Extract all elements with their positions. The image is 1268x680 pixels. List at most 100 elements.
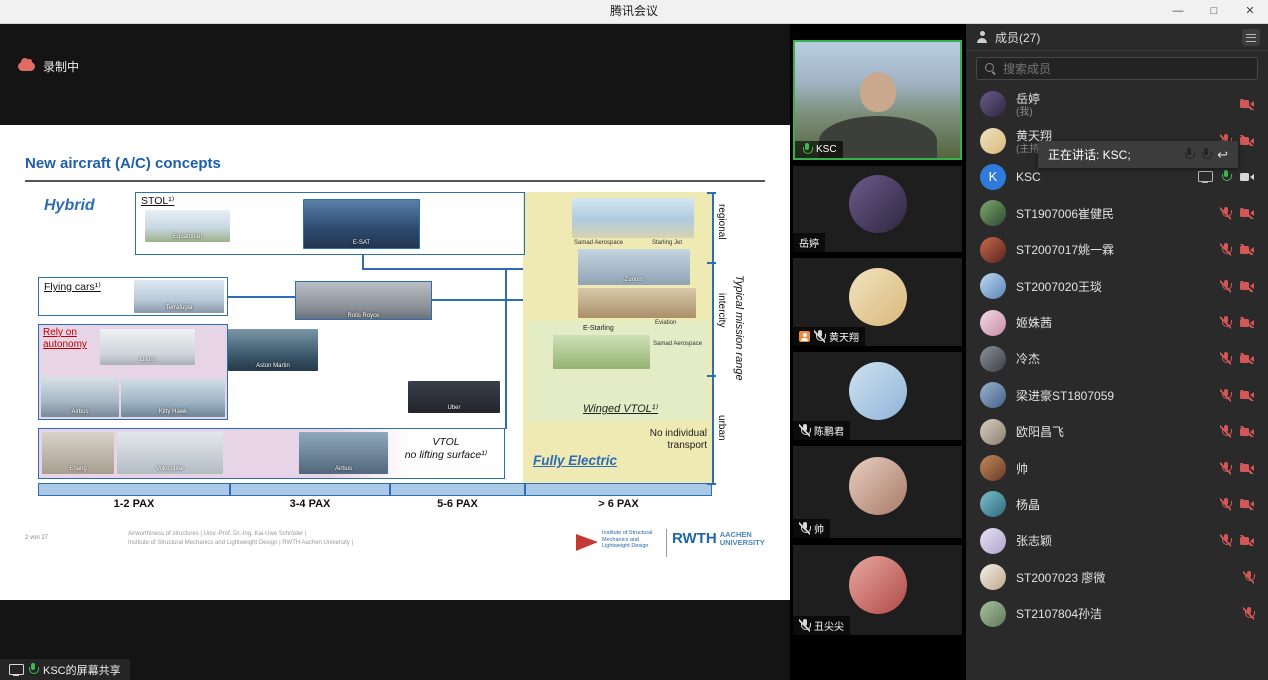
- close-button[interactable]: ✕: [1245, 5, 1255, 17]
- member-name: 梁进豪ST1807059: [1016, 388, 1115, 403]
- avatar: [980, 345, 1006, 372]
- avatar: [848, 267, 907, 326]
- titlebar: 腾讯会议 — □ ✕: [0, 0, 1268, 24]
- member-row[interactable]: ST2107804孙洁: [966, 595, 1268, 631]
- member-row[interactable]: ST2007020王琰: [966, 268, 1268, 304]
- member-row[interactable]: 黄天翔 (主持人): [966, 122, 1268, 158]
- camera-muted-icon[interactable]: [1240, 389, 1254, 401]
- video-thumbnail-strip: KSC 岳婷 黄天翔 陈鹏君 帅 丑尖尖: [790, 24, 965, 680]
- cloud-recording-icon: [18, 58, 35, 71]
- member-row[interactable]: 冷杰: [966, 341, 1268, 377]
- reply-arrow-icon[interactable]: ↩: [1217, 147, 1228, 162]
- mic-on-icon[interactable]: [1220, 170, 1232, 183]
- mic-muted-icon: [799, 424, 811, 437]
- axis-tick: [707, 483, 716, 485]
- slide-title: New aircraft (A/C) concepts: [25, 155, 221, 172]
- video-tile-yueting[interactable]: 岳婷: [793, 166, 962, 252]
- minimize-button[interactable]: —: [1172, 5, 1184, 17]
- rwth-logo-main: RWTH: [672, 530, 717, 547]
- video-tile-choujianjian[interactable]: 丑尖尖: [793, 545, 962, 635]
- aircraft-image-city-airbus: Airbus: [299, 432, 388, 474]
- rwth-logo-sub2: UNIVERSITY: [719, 538, 765, 547]
- camera-muted-icon[interactable]: [1240, 535, 1254, 547]
- vtol-label-line1: VTOL: [432, 436, 460, 448]
- member-row[interactable]: 岳婷 (我): [966, 86, 1268, 122]
- avatar: [980, 236, 1006, 263]
- member-name: 欧阳昌飞: [1016, 425, 1065, 440]
- screen-share-icon[interactable]: [1198, 170, 1213, 183]
- mic-muted-icon[interactable]: [1220, 461, 1232, 475]
- connector-line: [362, 268, 523, 270]
- tile-name-chip: 岳婷: [793, 233, 825, 252]
- video-tile-chenpengjun[interactable]: 陈鹏君: [793, 352, 962, 440]
- member-row[interactable]: ST2007023 廖微: [966, 559, 1268, 595]
- mic-muted-icon[interactable]: [1220, 279, 1232, 293]
- mic-muted-icon[interactable]: [1220, 352, 1232, 366]
- mic-muted-icon[interactable]: [1220, 316, 1232, 330]
- camera-muted-icon[interactable]: [1240, 353, 1254, 365]
- mic-muted-icon[interactable]: [1220, 206, 1232, 220]
- member-row[interactable]: ST2007017姚一霖: [966, 232, 1268, 268]
- mic-muted-icon[interactable]: [1243, 607, 1255, 621]
- aircraft-caption: Terrafugia: [165, 305, 193, 311]
- member-row[interactable]: 杨晶: [966, 486, 1268, 522]
- member-row[interactable]: 梁进豪ST1807059: [966, 377, 1268, 413]
- connector-line: [432, 299, 523, 301]
- member-search-box[interactable]: [976, 57, 1258, 80]
- member-sub-label: (我): [1016, 107, 1033, 119]
- member-row[interactable]: 帅: [966, 450, 1268, 486]
- avatar: [980, 418, 1006, 445]
- mic-muted-icon[interactable]: [1220, 497, 1232, 511]
- member-row[interactable]: 张志颖: [966, 523, 1268, 559]
- video-tile-huangtianxiang[interactable]: 黄天翔: [793, 258, 962, 346]
- search-input[interactable]: [1003, 61, 1250, 76]
- aircraft-image-kitty-hawk: Kitty Hawk: [121, 379, 225, 417]
- member-row[interactable]: ST1907006崔健民: [966, 195, 1268, 231]
- member-name: ST2007017姚一霖: [1016, 243, 1115, 258]
- aircraft-image-terrafugia: Terrafugia: [134, 280, 224, 313]
- member-name: 姬姝茜: [1016, 316, 1053, 331]
- member-row[interactable]: 姬姝茜: [966, 304, 1268, 340]
- panel-menu-button[interactable]: [1242, 29, 1260, 46]
- member-name: 张志颖: [1016, 534, 1053, 549]
- aircraft-caption: Airbus: [71, 409, 89, 415]
- aircraft-caption: Ehang: [69, 466, 87, 472]
- fully-electric-label: Fully Electric: [533, 453, 618, 468]
- institute-logo-icon: [576, 534, 598, 551]
- member-row[interactable]: 欧阳昌飞: [966, 414, 1268, 450]
- camera-on-icon[interactable]: [1240, 171, 1254, 182]
- camera-muted-icon[interactable]: [1240, 462, 1254, 474]
- aircraft-caption: Equatorian: [172, 234, 203, 240]
- screen-share-icon: [9, 663, 24, 676]
- aircraft-image-eviation: [578, 288, 696, 318]
- aircraft-caption: Samad Aerospace: [653, 341, 703, 347]
- maximize-button[interactable]: □: [1210, 5, 1218, 17]
- aircraft-caption: E-SAT: [352, 240, 371, 246]
- camera-muted-icon[interactable]: [1240, 426, 1254, 438]
- mic-silhouette-icon: [1200, 148, 1212, 161]
- mic-muted-icon[interactable]: [1220, 534, 1232, 548]
- mic-muted-icon[interactable]: [1220, 243, 1232, 257]
- window-controls: — □ ✕: [1160, 0, 1268, 24]
- camera-muted-icon[interactable]: [1240, 135, 1254, 147]
- mic-muted-icon[interactable]: [1243, 570, 1255, 584]
- mic-silhouette-icon: [1183, 148, 1195, 161]
- camera-muted-icon[interactable]: [1240, 317, 1254, 329]
- members-panel-title: 成员(27): [995, 30, 1041, 45]
- speaking-toast: 正在讲话: KSC; ↩: [1038, 141, 1238, 168]
- camera-muted-icon[interactable]: [1240, 207, 1254, 219]
- stol-label: STOL¹⁾: [141, 195, 175, 207]
- hamburger-icon: [1246, 33, 1256, 42]
- member-name: ST2007023 廖微: [1016, 570, 1106, 585]
- member-row[interactable]: K KSC: [966, 159, 1268, 195]
- camera-muted-icon[interactable]: [1240, 244, 1254, 256]
- camera-muted-icon[interactable]: [1240, 498, 1254, 510]
- mic-muted-icon[interactable]: [1220, 425, 1232, 439]
- video-tile-ksc[interactable]: KSC: [793, 40, 962, 160]
- rely-on-autonomy-label: Rely on autonomy: [43, 327, 87, 350]
- camera-muted-icon[interactable]: [1240, 280, 1254, 292]
- video-tile-shuai[interactable]: 帅: [793, 446, 962, 538]
- screen-share-banner[interactable]: KSC的屏幕共享: [0, 659, 130, 680]
- mic-muted-icon[interactable]: [1220, 388, 1232, 402]
- camera-muted-icon[interactable]: [1240, 98, 1254, 110]
